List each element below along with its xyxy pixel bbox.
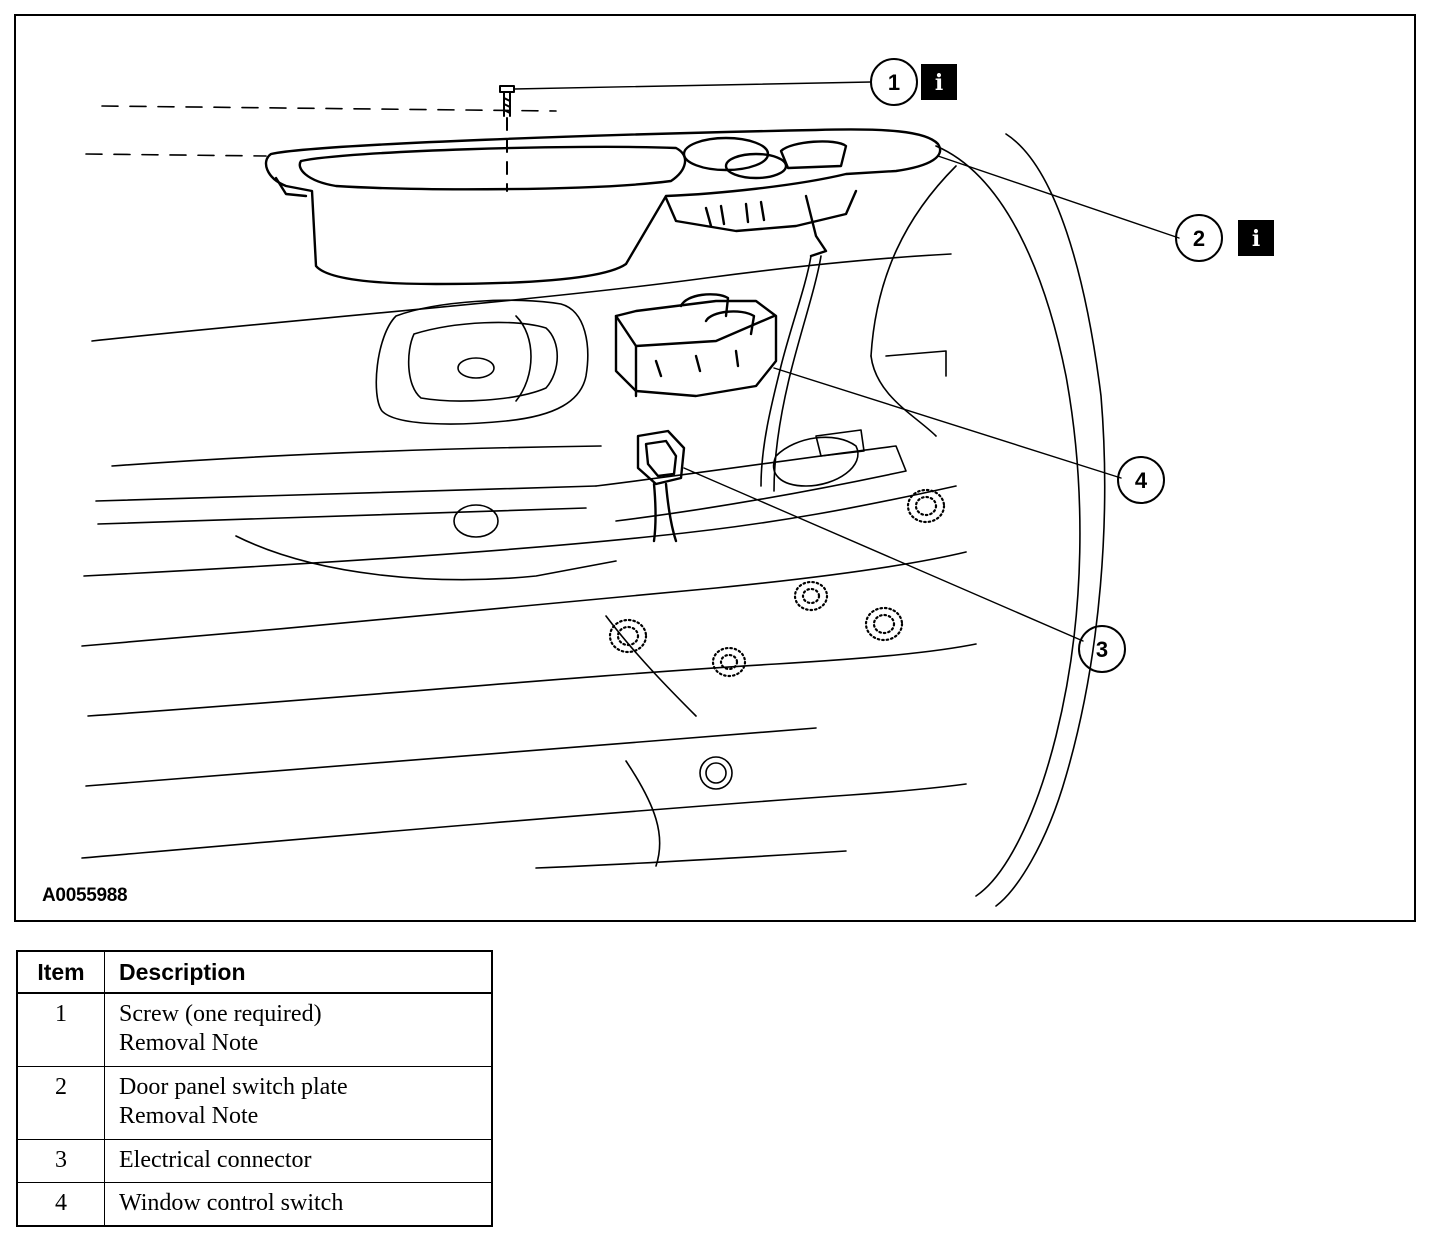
- item-description: Window control switch: [104, 1182, 493, 1227]
- item-description: Door panel switch plate Removal Note: [104, 1066, 493, 1140]
- legend-header-row: Item Description: [16, 950, 493, 994]
- table-row: 2 Door panel switch plate Removal Note: [16, 1066, 493, 1140]
- svg-text:i: i: [1252, 226, 1260, 252]
- door-seal: [870, 133, 1106, 907]
- item-number: 3: [16, 1139, 105, 1183]
- legend-table: Item Description 1 Screw (one required) …: [16, 950, 493, 1227]
- table-row: 3 Electrical connector: [16, 1139, 493, 1183]
- speaker-grilles: [608, 488, 946, 678]
- item-description: Screw (one required) Removal Note: [104, 992, 493, 1067]
- electrical-connector: [636, 429, 686, 543]
- door-panel-outline-top: [85, 105, 557, 157]
- diagram-frame: 1 2 4 3 i i A0055988: [14, 14, 1416, 922]
- callout-circles: [870, 58, 1223, 673]
- item-description: Electrical connector: [104, 1139, 493, 1183]
- description-line: Electrical connector: [119, 1147, 312, 1173]
- door-panel-trim-lines: [81, 253, 977, 869]
- info-icon: i: [921, 64, 957, 100]
- description-line: Screw (one required): [119, 1001, 322, 1027]
- item-number: 4: [16, 1182, 105, 1227]
- door-panel-illustration: 1 2 4 3 i i: [81, 58, 1274, 907]
- screw-item-1: [499, 85, 515, 192]
- item-number: 1: [16, 992, 105, 1067]
- table-row: 4 Window control switch: [16, 1182, 493, 1227]
- header-item: Item: [16, 950, 105, 994]
- description-line: Door panel switch plate: [119, 1074, 348, 1100]
- item-number: 2: [16, 1066, 105, 1140]
- callout-3-number: 3: [1096, 637, 1108, 662]
- window-control-switch: [614, 293, 778, 398]
- armrest: [235, 429, 907, 867]
- door-handle: [375, 299, 589, 425]
- switch-plate: [264, 128, 942, 286]
- leader-lines: [513, 81, 1180, 642]
- figure-id: A0055988: [42, 885, 128, 906]
- svg-text:i: i: [935, 70, 943, 96]
- wire-harness: [760, 255, 822, 492]
- description-line: Removal Note: [119, 1103, 259, 1129]
- callout-2-number: 2: [1193, 226, 1205, 251]
- callout-1-number: 1: [888, 70, 900, 95]
- header-description: Description: [104, 950, 493, 994]
- table-row: 1 Screw (one required) Removal Note: [16, 992, 493, 1067]
- callout-4-number: 4: [1135, 468, 1148, 493]
- description-line: Window control switch: [119, 1190, 344, 1216]
- info-icon: i: [1238, 220, 1274, 256]
- description-line: Removal Note: [119, 1030, 259, 1056]
